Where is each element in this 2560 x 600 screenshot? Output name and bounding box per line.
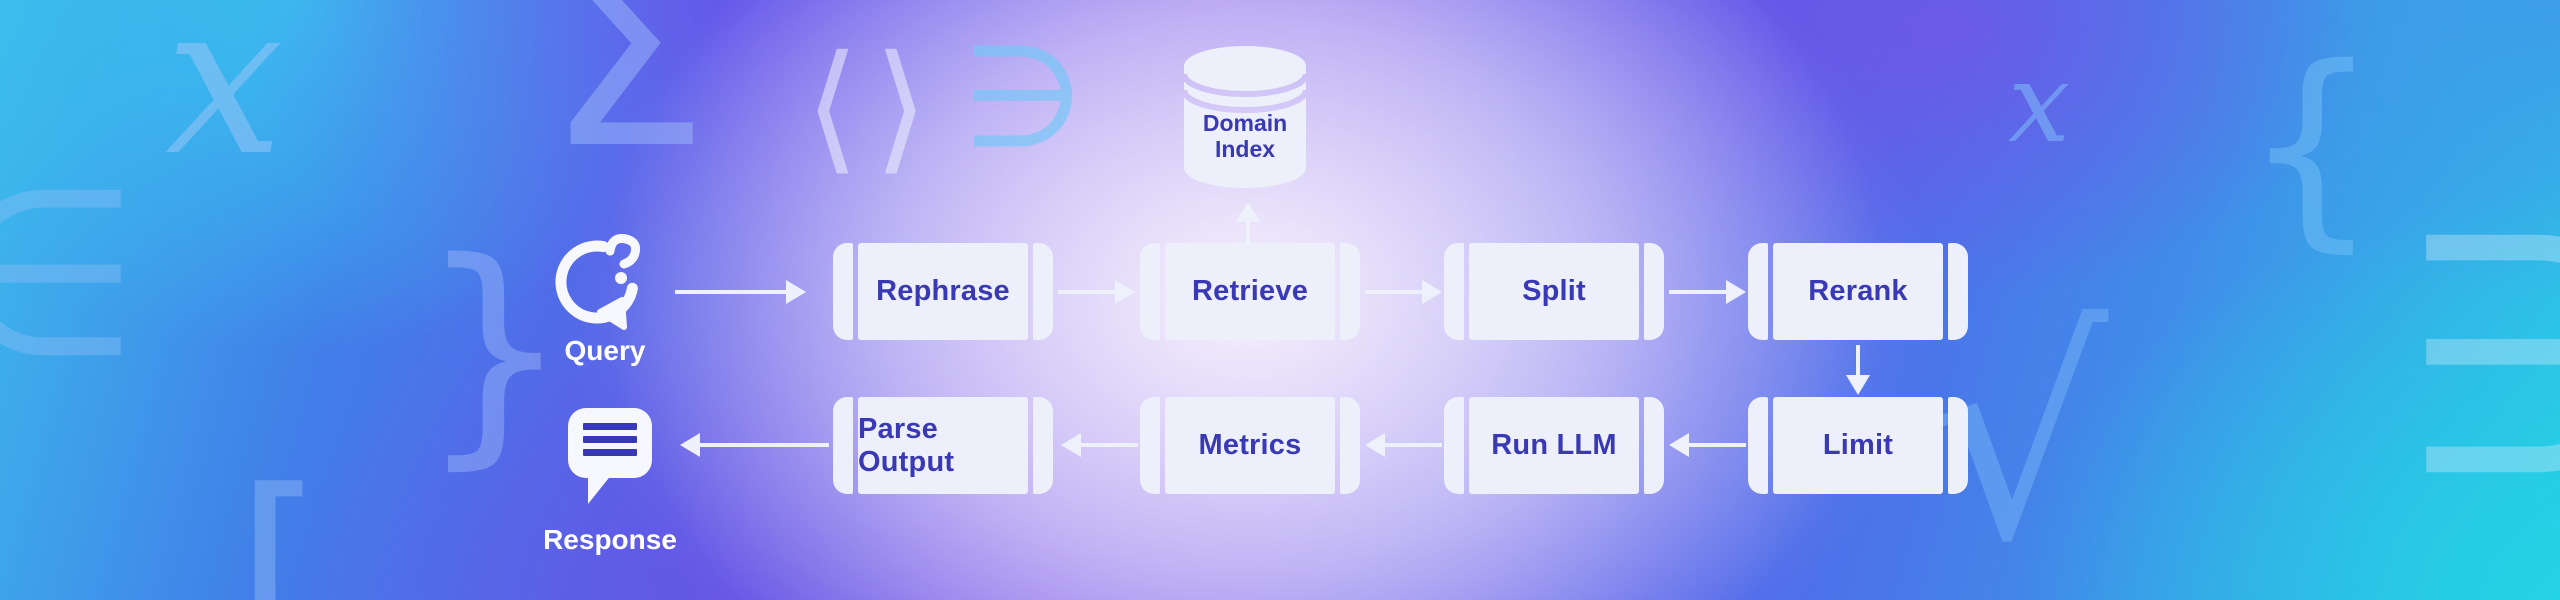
math-symbol-angle-brackets: ⟨⟩ <box>805 26 943 189</box>
response-icon-text-line <box>583 449 637 456</box>
arrow-rephrase-to-retrieve <box>1058 280 1135 304</box>
node-parse-output: Parse Output <box>833 397 1053 494</box>
node-label: Run LLM <box>1491 429 1617 461</box>
math-symbol-script-x-right: x <box>2008 39 2071 167</box>
domain-index-datastore: Domain Index <box>1182 42 1308 194</box>
node-metrics: Metrics <box>1140 397 1360 494</box>
node-label: Retrieve <box>1191 275 1309 307</box>
arrow-run-llm-to-metrics <box>1365 433 1442 457</box>
node-limit: Limit <box>1748 397 1968 494</box>
arrow-metrics-to-parse-output <box>1061 433 1138 457</box>
node-cap <box>833 243 853 340</box>
math-symbol-left-brace: { <box>2243 20 2380 271</box>
arrow-split-to-rerank <box>1669 280 1746 304</box>
node-cap <box>1033 397 1053 494</box>
node-cap <box>833 397 853 494</box>
node-cap <box>1033 243 1053 340</box>
node-label: Split <box>1522 275 1586 307</box>
node-cap <box>1340 397 1360 494</box>
node-cap <box>1444 397 1464 494</box>
arrow-rerank-to-limit <box>1846 345 1870 395</box>
node-label: Limit <box>1822 429 1894 461</box>
node-cap <box>1948 243 1968 340</box>
arrow-retrieve-to-split <box>1365 280 1442 304</box>
response-icon <box>568 408 652 478</box>
node-split: Split <box>1444 243 1664 340</box>
domain-index-label-line2: Index <box>1214 136 1276 162</box>
node-run-llm: Run LLM <box>1444 397 1664 494</box>
node-rerank: Rerank <box>1748 243 1968 340</box>
math-symbol-script-x-left: x <box>165 0 284 202</box>
arrow-query-to-rephrase <box>675 280 806 304</box>
node-label: Rerank <box>1808 275 1908 307</box>
math-symbol-right-brace: } <box>418 210 571 490</box>
math-symbol-contains-small: ∋ <box>962 16 1084 179</box>
math-symbol-element-of: ∈ <box>0 141 141 408</box>
response-label: Response <box>543 524 677 555</box>
node-cap <box>1340 243 1360 340</box>
query-icon <box>555 234 641 330</box>
math-symbol-sigma: Σ <box>545 0 710 206</box>
response-icon-text-line <box>583 436 637 443</box>
domain-index-label-line1: Domain <box>1202 110 1288 136</box>
node-cap <box>1644 397 1664 494</box>
query-label: Query <box>564 335 646 366</box>
math-symbol-contains-large: ∋ <box>2398 163 2560 547</box>
node-cap <box>1748 243 1768 340</box>
node-cap <box>1140 397 1160 494</box>
node-label: Rephrase <box>876 275 1010 307</box>
node-label: Metrics <box>1198 429 1302 461</box>
node-cap <box>1948 397 1968 494</box>
node-cap <box>1444 243 1464 340</box>
node-cap <box>1748 397 1768 494</box>
response-icon-text-line <box>583 423 637 430</box>
node-retrieve: Retrieve <box>1140 243 1360 340</box>
domain-index-label: Domain Index <box>1182 110 1308 162</box>
arrow-parse-output-to-response <box>680 433 829 457</box>
arrow-limit-to-run-llm <box>1669 433 1746 457</box>
response-icon-tail <box>588 474 612 504</box>
node-cap <box>1644 243 1664 340</box>
node-cap <box>1140 243 1160 340</box>
node-label: Parse Output <box>858 412 955 478</box>
node-rephrase: Rephrase <box>833 243 1053 340</box>
arrow-retrieve-to-domain-index <box>1236 202 1260 243</box>
math-symbol-ceiling-bracket: ⌈ <box>235 443 325 600</box>
